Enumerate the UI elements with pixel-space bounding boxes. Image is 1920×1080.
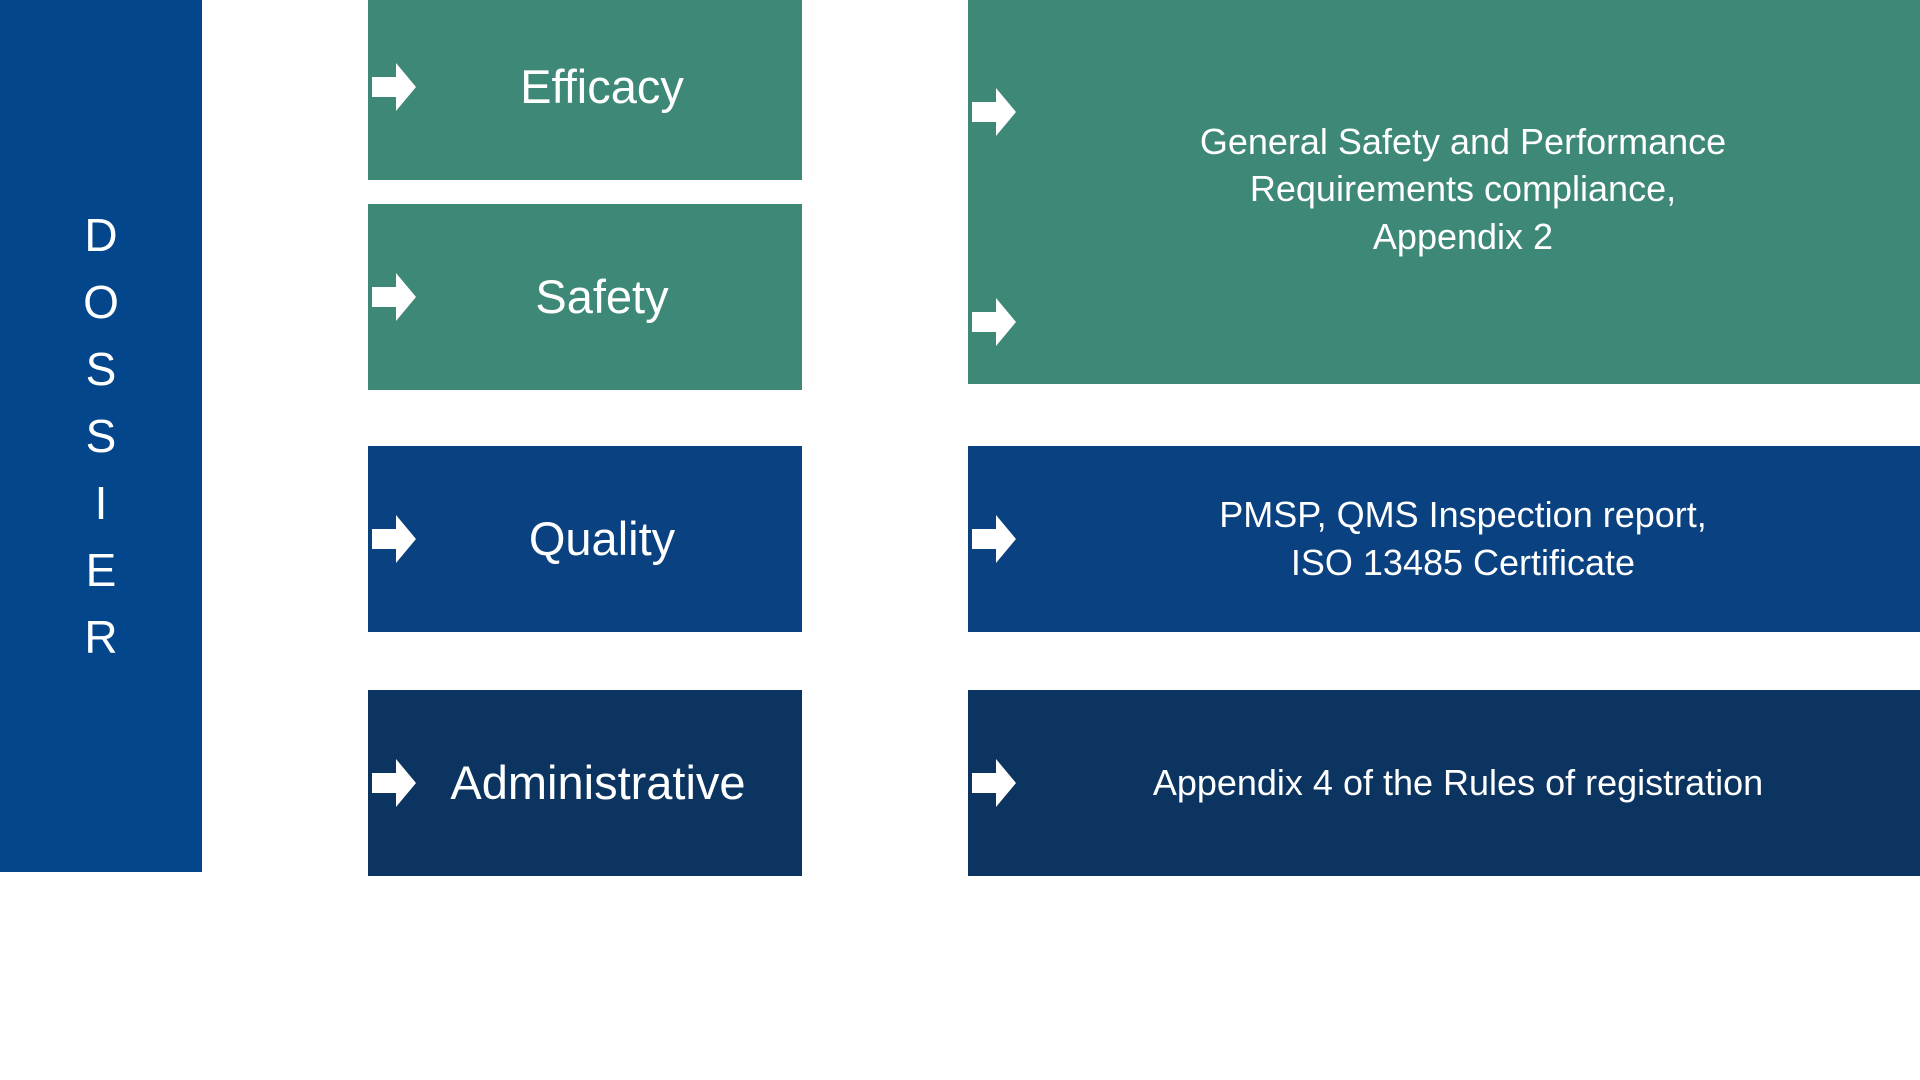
category-label: Efficacy [520, 59, 684, 113]
category-label: Administrative [450, 755, 746, 809]
detail-label: PMSP, QMS Inspection report, ISO 13485 C… [1219, 494, 1707, 583]
detail-box-pmsp[interactable]: PMSP, QMS Inspection report, ISO 13485 C… [968, 446, 1920, 632]
dossier-letter: E [85, 543, 117, 596]
detail-label: Appendix 4 of the Rules of registration [1152, 762, 1764, 804]
right-arrow-icon [972, 757, 1016, 809]
dossier-vertical-label: D O S S I E R [83, 202, 119, 671]
category-box-safety[interactable]: Safety [368, 204, 802, 390]
dossier-letter: I [94, 476, 108, 529]
right-arrow-icon [372, 271, 416, 323]
detail-box-gspr[interactable]: General Safety and Performance Requireme… [968, 0, 1920, 384]
right-arrow-icon [972, 513, 1016, 565]
right-arrow-icon [972, 296, 1016, 348]
detail-label: General Safety and Performance Requireme… [1199, 120, 1727, 257]
dossier-letter: R [84, 610, 118, 663]
dossier-letter: O [83, 275, 119, 328]
category-box-administrative[interactable]: Administrative [368, 690, 802, 876]
dossier-letter: S [85, 342, 117, 395]
dossier-sidebar: D O S S I E R [0, 0, 202, 872]
detail-box-appendix4[interactable]: Appendix 4 of the Rules of registration [968, 690, 1920, 876]
category-box-efficacy[interactable]: Efficacy [368, 0, 802, 180]
category-label: Quality [528, 511, 676, 565]
right-arrow-icon [372, 513, 416, 565]
right-arrow-icon [372, 757, 416, 809]
dossier-letter: S [85, 409, 117, 462]
category-box-quality[interactable]: Quality [368, 446, 802, 632]
right-arrow-icon [972, 86, 1016, 138]
right-arrow-icon [372, 61, 416, 113]
category-label: Safety [535, 269, 669, 323]
dossier-letter: D [84, 208, 118, 261]
